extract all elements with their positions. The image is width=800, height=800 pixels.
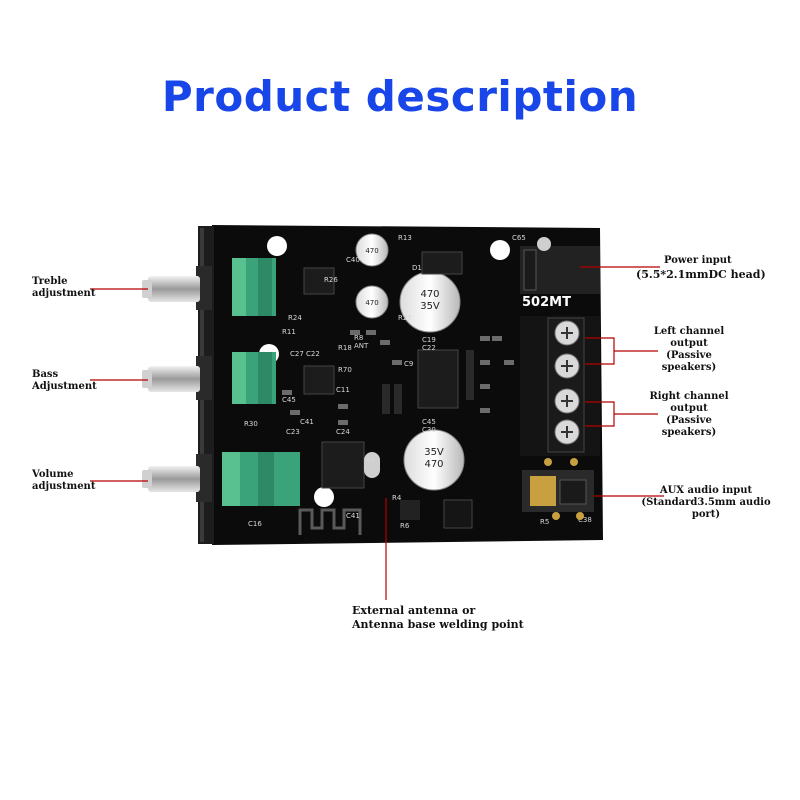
- svg-text:R6: R6: [400, 522, 410, 530]
- svg-text:C41: C41: [346, 512, 360, 520]
- capacitor-large: 35V 470: [403, 429, 465, 491]
- cap-voltage-text: 35V: [420, 301, 440, 312]
- aux-input-label: AUX audio input (Standard3.5mm audio por…: [641, 485, 771, 520]
- cap-value-text: 470: [424, 459, 443, 470]
- svg-text:R11: R11: [282, 328, 296, 336]
- svg-text:C16: C16: [248, 520, 262, 528]
- power-input-label: Power input (5.5*2.1mmDC head): [636, 255, 766, 281]
- svg-text:R13: R13: [398, 234, 412, 242]
- silkscreen-labels: C65 R13 C40 D1 R26 R24 R11 R27 C27 C19 C…: [244, 234, 592, 530]
- svg-text:R18: R18: [338, 344, 352, 352]
- antenna-trace: [298, 508, 362, 535]
- small-cap-text: 470: [365, 247, 378, 255]
- svg-text:C45: C45: [422, 418, 436, 426]
- dc-power-jack: [520, 237, 600, 294]
- treble-knob-icon: [142, 266, 212, 310]
- cap-voltage-text: 35V: [424, 447, 444, 458]
- bass-label: Bass Adjustment: [32, 369, 97, 392]
- treble-potentiometer: [232, 258, 276, 316]
- ic-chip: [303, 251, 463, 489]
- svg-text:C22: C22: [306, 350, 320, 358]
- left-channel-pointer: [585, 337, 658, 365]
- cap-value-text: 470: [420, 289, 439, 300]
- svg-text:R5: R5: [540, 518, 549, 526]
- svg-text:R8: R8: [354, 334, 363, 342]
- aux-jack: [522, 458, 594, 520]
- screw-terminals: [547, 317, 585, 453]
- svg-text:C11: C11: [336, 386, 350, 394]
- mounting-hole: [267, 236, 287, 256]
- svg-text:C38: C38: [578, 516, 592, 524]
- mounting-hole: [314, 487, 334, 507]
- left-channel-label: Left channel output (Passive speakers): [653, 326, 725, 373]
- right-channel-label: Right channel output (Passive speakers): [649, 391, 729, 438]
- capacitor-large: 470 35V: [399, 271, 461, 333]
- bass-knob-icon: [142, 356, 212, 400]
- svg-text:R4: R4: [392, 494, 402, 502]
- capacitor-small: 470: [355, 233, 389, 267]
- svg-text:ANT: ANT: [354, 342, 369, 350]
- bass-potentiometer: [232, 352, 276, 404]
- pointer-lines: [90, 266, 664, 600]
- svg-text:R24: R24: [288, 314, 302, 322]
- svg-text:C41: C41: [300, 418, 314, 426]
- svg-text:R30: R30: [244, 420, 258, 428]
- small-cap-text: 470: [365, 299, 378, 307]
- right-channel-pointer: [585, 401, 658, 427]
- svg-text:C9: C9: [404, 360, 413, 368]
- board-model-text: 502MT: [522, 295, 571, 310]
- svg-text:C40: C40: [346, 256, 360, 264]
- svg-text:R26: R26: [324, 276, 338, 284]
- page-title: Product description: [161, 72, 639, 121]
- svg-text:C30: C30: [422, 426, 436, 434]
- svg-text:C23: C23: [286, 428, 300, 436]
- svg-text:C19: C19: [422, 336, 436, 344]
- svg-text:R1: R1: [366, 456, 375, 464]
- svg-text:C24: C24: [336, 428, 350, 436]
- volume-knob-icon: [142, 454, 212, 502]
- svg-text:C22: C22: [422, 344, 436, 352]
- mounting-hole: [490, 240, 510, 260]
- antenna-label: External antenna or Antenna base welding…: [352, 604, 524, 631]
- volume-potentiometer: [222, 452, 300, 506]
- svg-text:C65: C65: [512, 234, 526, 242]
- treble-label: Treble adjustment: [32, 276, 96, 299]
- crystal-oscillator: [364, 452, 380, 478]
- svg-text:R27: R27: [398, 314, 412, 322]
- smd-components: [282, 330, 514, 529]
- volume-label: Volume adjustment: [32, 469, 96, 492]
- svg-text:C27: C27: [290, 350, 304, 358]
- svg-text:R70: R70: [338, 366, 352, 374]
- svg-text:D1: D1: [412, 264, 422, 272]
- svg-text:C45: C45: [282, 396, 296, 404]
- capacitor-small: 470: [355, 285, 389, 319]
